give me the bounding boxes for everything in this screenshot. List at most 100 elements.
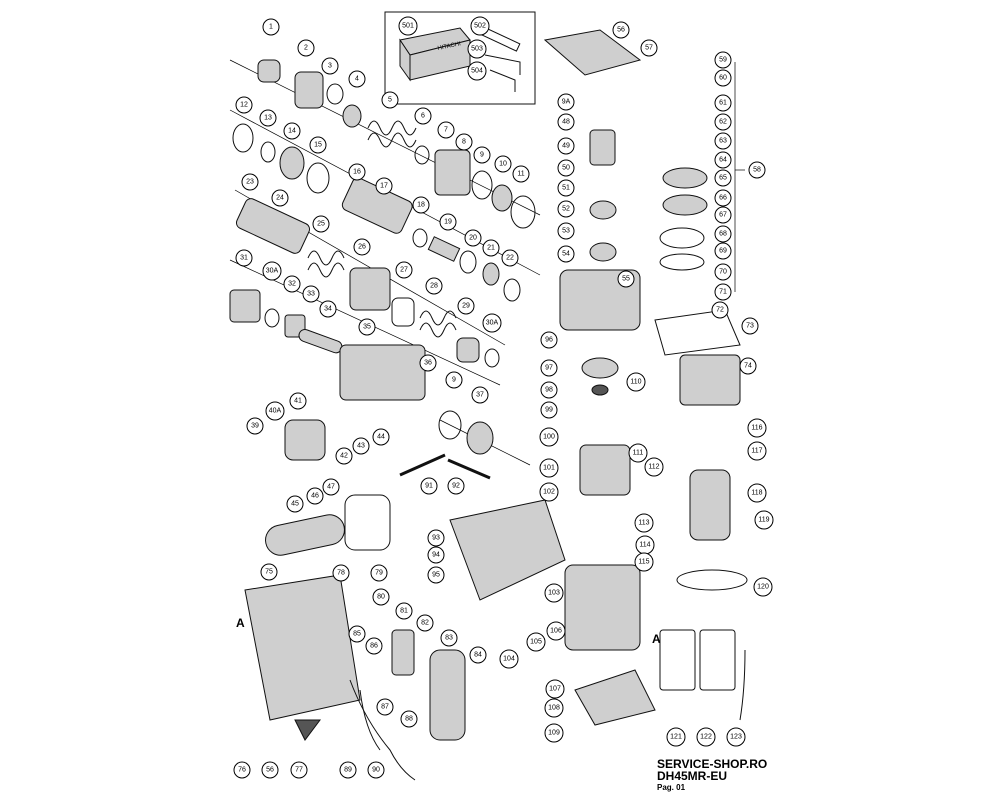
part-retaining-ring-3	[326, 83, 344, 105]
callout-label: 86	[370, 643, 378, 650]
part-clamp-79	[344, 494, 391, 551]
callout-47: 47	[322, 478, 340, 496]
callout-label: 24	[276, 195, 284, 202]
callout-circle	[714, 283, 732, 301]
callout-label: 22	[506, 255, 514, 262]
accessory-inset: HITACHI	[384, 11, 536, 105]
callout-label: 119	[758, 517, 769, 524]
callout-label: 45	[291, 501, 299, 508]
callout-label: 104	[503, 656, 515, 663]
callout-83: 83	[440, 629, 458, 647]
callout-circle	[544, 583, 564, 603]
part-gear-37	[466, 421, 494, 455]
callout-circle	[557, 179, 575, 197]
callout-circle	[262, 261, 282, 281]
side-handle-group	[265, 419, 491, 556]
part-ring-12	[232, 123, 254, 153]
handle-group	[244, 574, 746, 781]
callout-circle	[260, 563, 278, 581]
callout-41: 41	[289, 392, 307, 410]
part-bearing-54	[589, 242, 617, 262]
callout-label: 501	[402, 23, 414, 30]
part-cover-57	[543, 29, 642, 76]
callout-circle	[557, 222, 575, 240]
part-washer-18	[412, 228, 428, 248]
callout-121: 121	[666, 727, 686, 747]
callout-label: 14	[288, 128, 296, 135]
callout-circle	[425, 277, 443, 295]
part-sleeve-26	[349, 267, 391, 311]
part-handle-75	[265, 514, 345, 556]
callout-57: 57	[640, 39, 658, 57]
motor-housing-group	[449, 444, 656, 726]
part-brush-holder-121	[659, 629, 696, 691]
callout-5: 5	[381, 91, 399, 109]
callout-circle	[348, 163, 366, 181]
callout-label: 97	[545, 365, 553, 372]
part-spring-5	[367, 120, 417, 148]
callout-label: 114	[639, 542, 650, 549]
callout-circle	[557, 93, 575, 111]
callout-4: 4	[348, 70, 366, 88]
callout-circle	[414, 107, 432, 125]
callout-circle	[372, 428, 390, 446]
part-switch-81	[391, 629, 415, 676]
section-mark-right: A	[652, 632, 661, 646]
callout-label: 9	[452, 377, 456, 384]
part-spring-25	[307, 250, 345, 278]
callout-label: 102	[543, 489, 555, 496]
callout-6: 6	[414, 107, 432, 125]
part-piston-24	[235, 198, 311, 254]
callout-label: 105	[530, 639, 542, 646]
callout-7: 7	[437, 121, 455, 139]
part-washer-70	[659, 253, 705, 271]
part-spring-28	[419, 310, 457, 338]
callout-label: 28	[430, 283, 438, 290]
callout-71: 71	[714, 283, 732, 301]
callout-46: 46	[306, 487, 324, 505]
callout-label: 17	[380, 183, 388, 190]
callout-circle	[747, 441, 767, 461]
callout-label: 115	[638, 559, 649, 566]
callout-28: 28	[425, 277, 443, 295]
clutch-stack	[654, 167, 748, 591]
callout-circle	[634, 552, 654, 572]
footer-page: Pag. 01	[657, 783, 686, 792]
callout-circle	[398, 16, 418, 36]
carrying-case: HITACHI	[399, 27, 471, 82]
callout-label: 58	[753, 167, 761, 174]
callout-label: 40A	[269, 408, 282, 415]
callout-circle	[416, 614, 434, 632]
callout-79: 79	[370, 564, 388, 582]
callout-78: 78	[332, 564, 350, 582]
callout-label: 95	[432, 572, 440, 579]
callout-108: 108	[544, 698, 564, 718]
callout-label: 30A	[266, 268, 279, 275]
callout-97: 97	[540, 359, 558, 377]
callout-label: 64	[719, 157, 727, 164]
callout-circle	[711, 301, 729, 319]
callout-label: 41	[294, 398, 302, 405]
callout-21: 21	[482, 239, 500, 257]
callout-504: 504	[467, 61, 487, 81]
callout-label: 59	[719, 57, 727, 64]
part-grip-sleeve	[257, 59, 281, 83]
callout-circle	[714, 94, 732, 112]
footer-model: DH45MR-EU	[657, 769, 728, 783]
part-bearing-10	[491, 184, 513, 212]
callout-12: 12	[235, 96, 253, 114]
callout-81: 81	[395, 602, 413, 620]
callout-circle	[455, 133, 473, 151]
callout-label: 87	[381, 704, 389, 711]
callout-circle	[283, 122, 301, 140]
callout-circle	[557, 137, 575, 155]
callout-98: 98	[540, 381, 558, 399]
callout-67: 67	[714, 206, 732, 224]
callout-label: 47	[327, 484, 335, 491]
callout-68: 68	[714, 225, 732, 243]
callout-label: 103	[548, 590, 560, 597]
part-spring-19	[427, 236, 461, 262]
callout-circle	[626, 372, 646, 392]
part-housing-103	[564, 564, 641, 651]
